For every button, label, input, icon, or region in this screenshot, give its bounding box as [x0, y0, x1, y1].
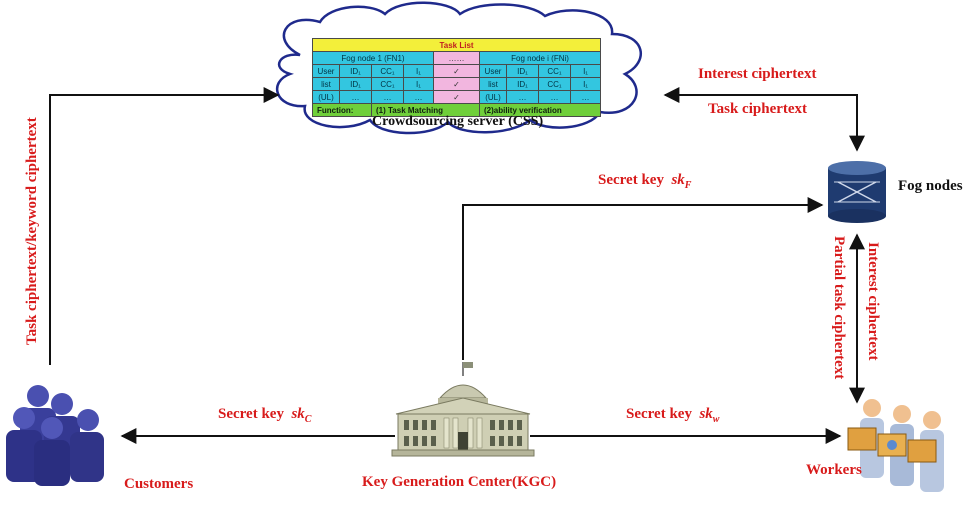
kgc-building-icon: [391, 362, 535, 457]
arrow-kgc-to-fog: [462, 197, 824, 360]
middle-header: ……: [433, 51, 480, 65]
fog-node-right-header: Fog node i (FNi): [478, 51, 602, 65]
task-list-table: Task List Fog node 1 (FN1) …… Fog node i…: [311, 38, 602, 117]
arrow-customers-to-css: [49, 87, 280, 365]
secret-key-f-label: Secret key skF: [598, 172, 692, 191]
secret-key-c-label: Secret key skC: [218, 406, 312, 425]
fog-worker-partial-label: Partial task ciphertext: [831, 236, 847, 380]
function-task-matching: (1) Task Matching: [371, 103, 480, 117]
fog-worker-interest-label: Interest ciphertext: [865, 242, 881, 361]
customer-to-css-label: Task ciphertext/keyword ciphertext: [24, 117, 40, 345]
customers-label: Customers: [124, 476, 194, 492]
table-row: list ID₁ CC₁ I₁ ✓ list ID₁ CC₁ I₁: [312, 77, 602, 91]
customers-icon: [6, 385, 104, 486]
css-server-label: Crowdsourcing server (CSS): [372, 114, 544, 129]
fog-node-left-header: Fog node 1 (FN1): [312, 51, 434, 65]
fog-nodes-label: Fog nodes: [898, 178, 963, 194]
function-label: Function:: [312, 103, 372, 117]
secret-key-w-label: Secret key skw: [626, 406, 720, 425]
task-ciphertext-label: Task ciphertext: [708, 101, 808, 117]
table-row: User ID₁ CC₁ I₁ ✓ User ID₁ CC₁ I₁: [312, 64, 602, 78]
fog-node-icon: [828, 161, 886, 223]
kgc-label: Key Generation Center(KGC): [362, 474, 557, 490]
table-row: (UL) … … … ✓ (UL) … … …: [312, 90, 602, 104]
interest-ciphertext-top-label: Interest ciphertext: [698, 66, 817, 82]
function-ability-verification: (2)ability verification: [478, 103, 602, 117]
task-list-title: Task List: [311, 38, 602, 52]
arrow-css-fog: [663, 87, 865, 152]
workers-icon: [847, 399, 944, 492]
workers-label: Workers: [806, 462, 862, 478]
